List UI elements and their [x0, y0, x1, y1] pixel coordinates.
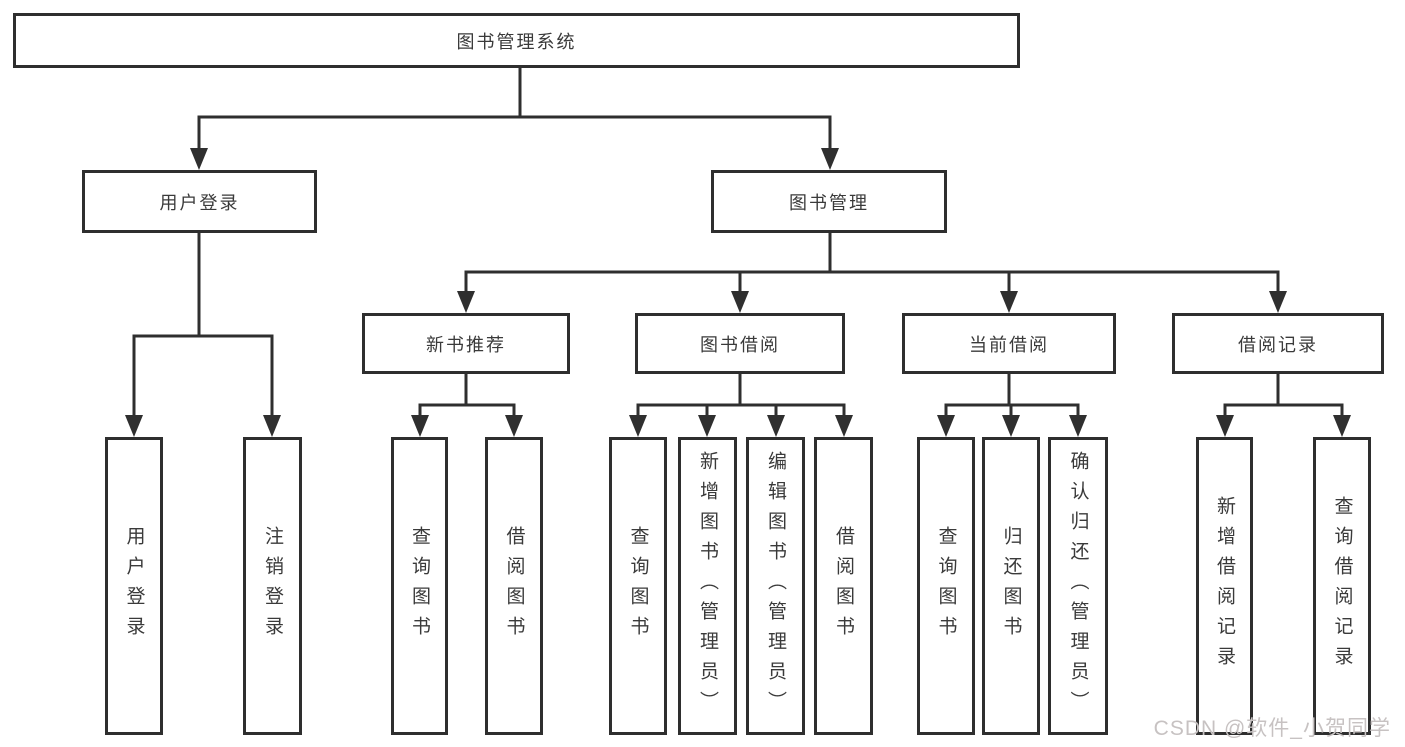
leaf-cb-confirm-return-admin-label: 确认归还（管理员）	[1067, 451, 1089, 721]
leaf-logout-label: 注销登录	[262, 526, 283, 646]
arrow-heads	[125, 148, 1351, 437]
leaf-bb-query-books-label: 查询图书	[627, 526, 649, 646]
leaf-nb-borrow-books: 借阅图书	[485, 437, 543, 735]
leaf-cb-return-books: 归还图书	[982, 437, 1040, 735]
leaf-bb-query-books: 查询图书	[609, 437, 667, 735]
node-book-management: 图书管理	[711, 170, 947, 233]
node-new-book-recommendation: 新书推荐	[362, 313, 570, 374]
leaf-cb-query-books: 查询图书	[917, 437, 975, 735]
leaf-nb-borrow-books-label: 借阅图书	[503, 526, 525, 646]
leaf-br-query-record: 查询借阅记录	[1313, 437, 1371, 735]
leaf-br-add-record: 新增借阅记录	[1196, 437, 1253, 735]
leaf-cb-query-books-label: 查询图书	[935, 526, 957, 646]
node-root: 图书管理系统	[13, 13, 1020, 68]
leaf-logout: 注销登录	[243, 437, 302, 735]
node-borrowing-records: 借阅记录	[1172, 313, 1384, 374]
leaf-cb-confirm-return-admin: 确认归还（管理员）	[1048, 437, 1108, 735]
leaf-cb-return-books-label: 归还图书	[1000, 526, 1022, 646]
leaf-nb-query-books: 查询图书	[391, 437, 448, 735]
leaf-bb-borrow-books: 借阅图书	[814, 437, 873, 735]
leaf-bb-add-books-admin: 新增图书（管理员）	[678, 437, 737, 735]
leaf-br-query-record-label: 查询借阅记录	[1331, 496, 1353, 676]
leaf-nb-query-books-label: 查询图书	[409, 526, 430, 646]
csdn-watermark: CSDN @软件_小贺同学	[1153, 717, 1391, 740]
leaf-user-login: 用户登录	[105, 437, 163, 735]
leaf-br-add-record-label: 新增借阅记录	[1214, 496, 1235, 676]
leaf-bb-borrow-books-label: 借阅图书	[833, 526, 854, 646]
node-user-login: 用户登录	[82, 170, 317, 233]
leaf-bb-add-books-admin-label: 新增图书（管理员）	[697, 451, 718, 721]
leaf-bb-edit-books-admin-label: 编辑图书（管理员）	[765, 451, 786, 721]
node-current-borrowing: 当前借阅	[902, 313, 1116, 374]
node-book-borrowing: 图书借阅	[635, 313, 845, 374]
leaf-bb-edit-books-admin: 编辑图书（管理员）	[746, 437, 805, 735]
leaf-user-login-label: 用户登录	[123, 526, 145, 646]
